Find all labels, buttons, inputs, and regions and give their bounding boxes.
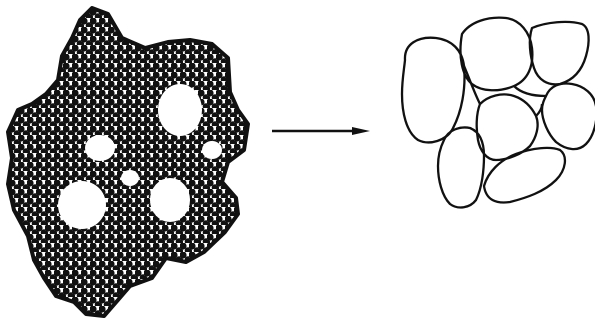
cell-outline-4 <box>475 93 539 162</box>
cell-outline-1 <box>400 36 466 144</box>
cell-divider-3 <box>535 103 544 117</box>
void-right-notch <box>202 141 222 159</box>
cell-outlines <box>400 16 595 209</box>
void-lower-left <box>58 181 106 229</box>
arrow-head <box>352 127 370 135</box>
cell-outline-2 <box>459 16 534 92</box>
aggregate-cluster <box>6 6 250 318</box>
cell-outline-3 <box>528 20 590 86</box>
transformation-arrow <box>272 127 370 135</box>
void-upper-right <box>158 84 202 136</box>
void-center-small <box>121 170 139 186</box>
void-upper-left <box>85 135 115 161</box>
cell-outline-6 <box>436 126 486 209</box>
cell-divider-2 <box>513 85 547 98</box>
cell-outline-5 <box>540 82 595 151</box>
cell-outline-7 <box>482 146 567 204</box>
void-lower-right <box>150 178 190 222</box>
aggregate-outline <box>6 6 250 318</box>
cell-divider-1 <box>462 65 482 105</box>
